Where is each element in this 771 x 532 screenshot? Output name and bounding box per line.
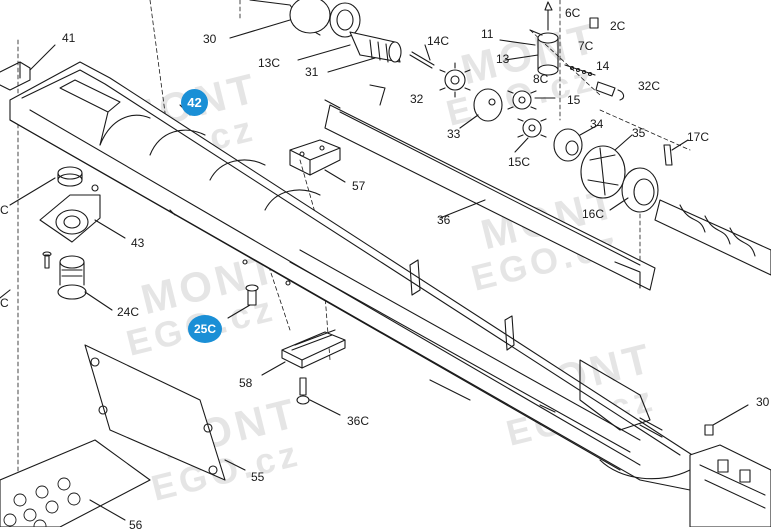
label-32: 32 xyxy=(410,92,424,106)
screw-25c xyxy=(227,284,259,319)
label-36: 36 xyxy=(437,213,451,227)
label-11: 11 xyxy=(481,27,494,41)
gear-15 xyxy=(507,90,556,110)
label-14: 14 xyxy=(596,59,610,73)
connector-58 xyxy=(261,329,346,376)
label-33: 33 xyxy=(447,127,461,141)
label-57: 57 xyxy=(352,179,366,193)
label-14c: 14C xyxy=(427,34,450,48)
worm-screw xyxy=(654,199,771,276)
main-housing-42 xyxy=(9,61,701,491)
label-13: 13 xyxy=(496,52,510,66)
label-15c: 15C xyxy=(508,155,531,169)
label-15: 15 xyxy=(567,93,581,107)
nut-top xyxy=(9,166,83,206)
label-34: 34 xyxy=(590,117,604,131)
label-7c: 7C xyxy=(578,39,594,53)
label-55: 55 xyxy=(251,470,265,484)
plate-55 xyxy=(84,344,246,481)
label-17c: 17C xyxy=(687,130,710,144)
part-13c-31 xyxy=(297,31,402,73)
label-32c: 32C xyxy=(638,79,661,93)
gear-cluster-upper xyxy=(499,1,625,101)
block-57 xyxy=(289,139,346,183)
label-31: 31 xyxy=(305,65,319,79)
label-c-left-bottom: C xyxy=(0,296,9,310)
gland-24c xyxy=(57,255,113,311)
part-41 xyxy=(0,44,56,91)
part-34 xyxy=(553,124,599,162)
screw-small-left xyxy=(42,251,52,269)
highlight-badge-25c: 25C xyxy=(188,315,222,343)
motor-30 xyxy=(229,0,361,39)
label-c-left-top: C xyxy=(0,203,9,217)
part-17c xyxy=(663,139,689,166)
plate-56 xyxy=(0,439,151,527)
rail-36 xyxy=(324,84,656,291)
label-56: 56 xyxy=(129,518,143,532)
part-35 xyxy=(580,134,633,199)
label-58: 58 xyxy=(239,376,253,390)
label-43: 43 xyxy=(131,236,145,250)
label-16c: 16C xyxy=(582,207,605,221)
label-8c: 8C xyxy=(533,72,549,86)
bracket-43 xyxy=(39,184,126,243)
part-16c xyxy=(609,167,659,213)
part-14c xyxy=(409,44,435,69)
label-30-right: 30 xyxy=(756,395,770,409)
label-30: 30 xyxy=(203,32,217,46)
label-13c: 13C xyxy=(258,56,281,70)
label-36c: 36C xyxy=(347,414,370,428)
screw-36c xyxy=(296,377,341,416)
label-2c: 2C xyxy=(610,19,626,33)
gear-33 xyxy=(459,88,503,129)
gear-32 xyxy=(439,62,471,98)
electronics-30 xyxy=(689,404,771,527)
gear-15c xyxy=(514,118,547,153)
highlight-badge-42: 42 xyxy=(181,89,208,116)
label-24c: 24C xyxy=(117,305,140,319)
label-41: 41 xyxy=(62,31,76,45)
label-35: 35 xyxy=(632,126,646,140)
label-6c: 6C xyxy=(565,6,581,20)
